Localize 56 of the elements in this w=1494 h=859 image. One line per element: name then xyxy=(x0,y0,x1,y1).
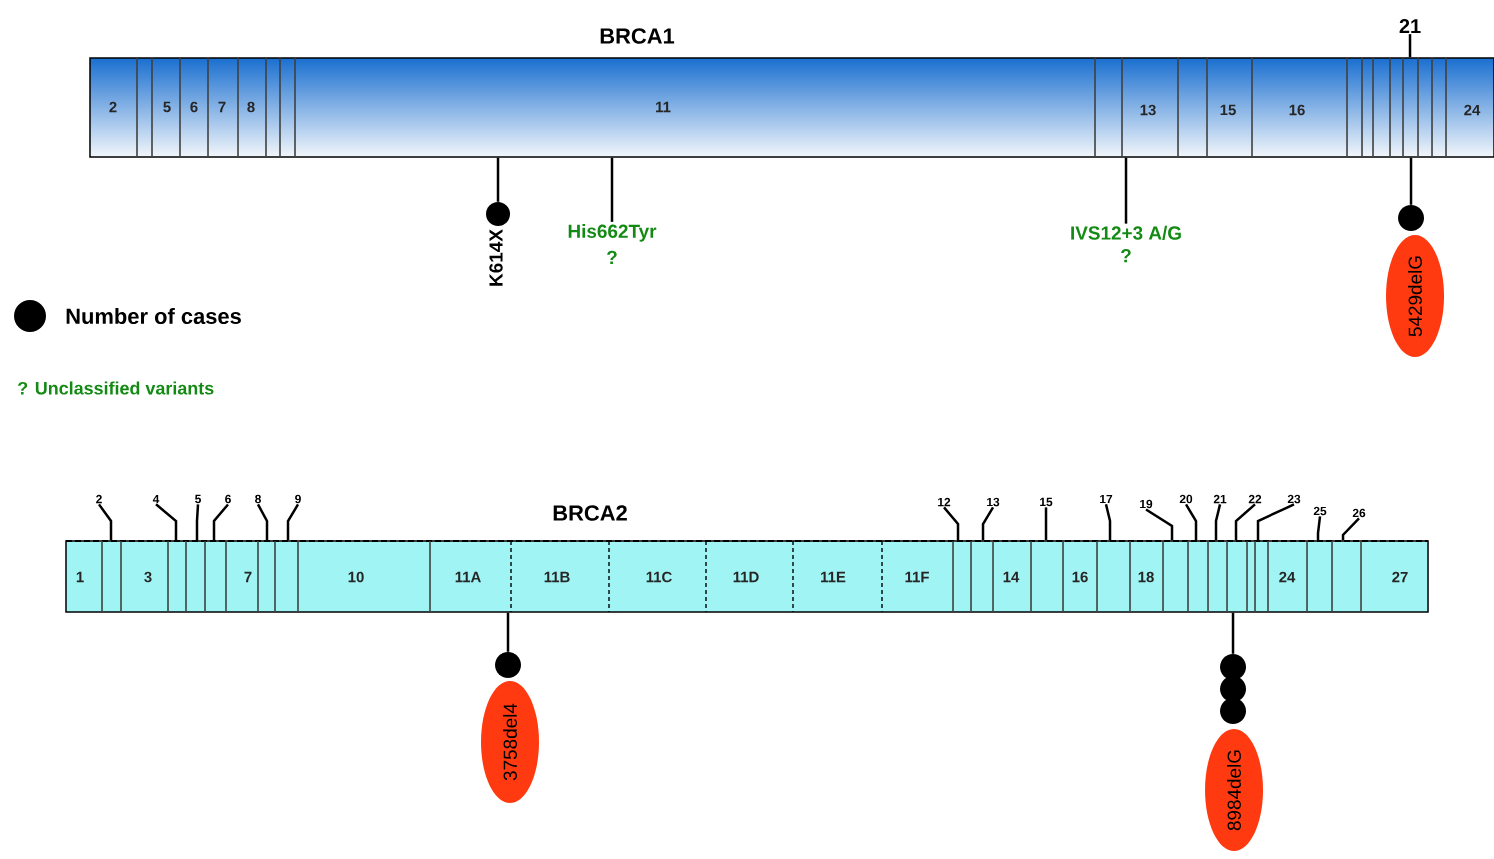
exon-number: 25 xyxy=(1313,506,1327,516)
mutation-oval: 5429delG xyxy=(1386,235,1444,357)
case-dot xyxy=(495,652,521,678)
case-dot xyxy=(1398,205,1424,231)
variant-label: IVS12+3 A/G ? xyxy=(1071,225,1181,263)
leader-line xyxy=(212,503,229,541)
leader-line xyxy=(1256,503,1295,541)
leader-line xyxy=(1145,508,1174,541)
legend-text: Number of cases xyxy=(66,307,241,325)
leader-line xyxy=(1044,507,1048,541)
leader-line xyxy=(1231,612,1235,654)
exon-number: 17 xyxy=(1100,494,1113,504)
legend-text: ? Unclassified variants xyxy=(18,381,214,395)
mutation-oval: 3758del4 xyxy=(481,681,539,803)
case-dot xyxy=(1220,676,1246,702)
exon-number: 12 xyxy=(938,497,951,507)
leader-line xyxy=(1214,504,1222,541)
exon-number: 15 xyxy=(1040,497,1053,507)
leader-line xyxy=(981,506,995,541)
exon-number: 9 xyxy=(295,494,301,504)
leader-line xyxy=(1409,157,1413,205)
leader-line xyxy=(610,157,614,222)
leader-line xyxy=(155,503,178,541)
mutation-oval: 8984delG xyxy=(1205,729,1263,851)
leader-line xyxy=(195,504,200,541)
exon-number: 8 xyxy=(255,494,261,504)
leader-line xyxy=(286,503,300,541)
exon-number: 21 xyxy=(1399,19,1421,33)
leader-line xyxy=(1124,157,1128,224)
exon-number: 13 xyxy=(987,497,1000,507)
case-dot xyxy=(1220,698,1246,724)
leader-line xyxy=(943,506,960,541)
mutation-label: K614X xyxy=(489,229,503,286)
leader-line xyxy=(98,503,113,541)
case-dot xyxy=(1220,654,1246,680)
node-label: BRCA2 xyxy=(553,505,627,521)
exon-number: 26 xyxy=(1352,508,1366,518)
variant-label: His662Tyr ? xyxy=(568,224,657,264)
node-label: BRCA1 xyxy=(600,28,675,44)
exon-number: 2 xyxy=(96,494,102,504)
leader-line xyxy=(1316,516,1322,541)
leader-line xyxy=(1234,503,1256,541)
exon-number: 5 xyxy=(195,494,201,504)
exon-number: 22 xyxy=(1248,494,1262,504)
exon-number: 21 xyxy=(1213,494,1227,504)
leader-line xyxy=(496,157,500,202)
exon-number: 20 xyxy=(1179,494,1193,504)
exon-number: 23 xyxy=(1287,494,1301,504)
leader-line xyxy=(256,503,269,541)
exon-number: 4 xyxy=(152,494,160,504)
leader-line xyxy=(1341,517,1360,541)
leader-line xyxy=(1104,504,1112,541)
leader-line xyxy=(506,612,510,652)
leader-line xyxy=(1184,503,1198,541)
leader-line xyxy=(1408,34,1412,58)
exon-number: 6 xyxy=(225,494,231,504)
